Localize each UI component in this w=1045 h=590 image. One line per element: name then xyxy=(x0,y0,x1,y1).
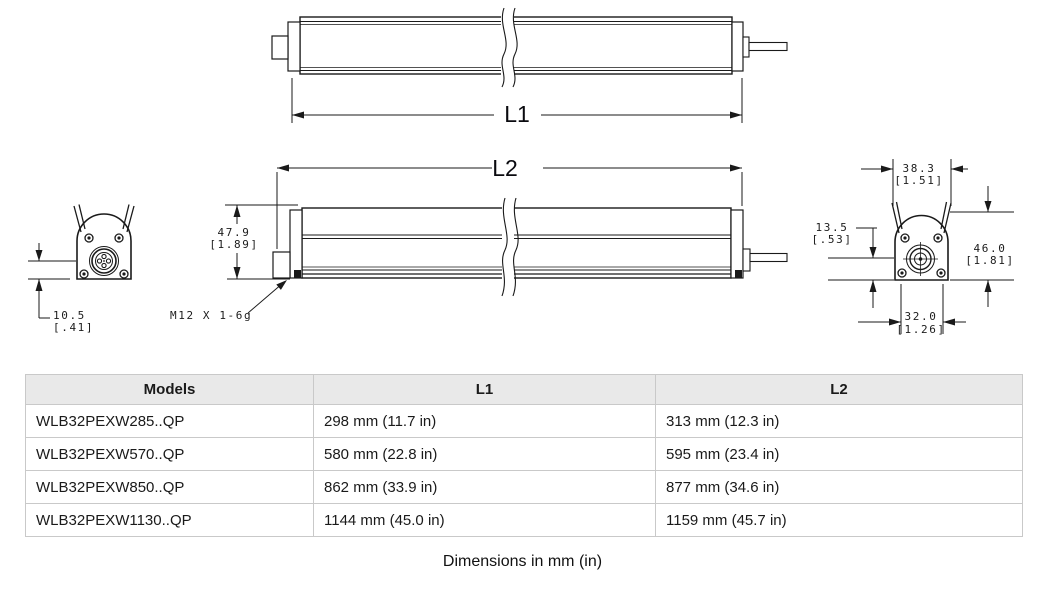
housing-width-dimension: 32.0 [1.26] xyxy=(858,284,966,336)
connector-offset-left-mm: 10.5 xyxy=(53,309,86,322)
housing-width-mm: 32.0 xyxy=(905,310,938,323)
housing-height-in: [1.81] xyxy=(965,254,1014,267)
model-cell: WLB32PEXW850..QP xyxy=(25,470,314,504)
housing-height-dimension: 46.0 [1.81] xyxy=(950,186,1014,307)
dimensions-table: Models L1 L2 WLB32PEXW285..QP 298 mm (11… xyxy=(25,374,1023,537)
model-cell: WLB32PEXW285..QP xyxy=(25,404,314,438)
housing-height-mm: 46.0 xyxy=(974,242,1007,255)
units-caption: Dimensions in mm (in) xyxy=(442,553,603,570)
l2-cell: 595 mm (23.4 in) xyxy=(655,437,1023,471)
end-view-right xyxy=(891,201,952,281)
model-cell: WLB32PEXW570..QP xyxy=(25,437,314,471)
thread-label: M12 X 1-6g xyxy=(170,309,252,322)
l1-cell: 298 mm (11.7 in) xyxy=(313,404,656,438)
connector-offset-right-dimension: 13.5 [.53] xyxy=(811,221,894,308)
l1-cell: 1144 mm (45.0 in) xyxy=(313,503,656,537)
dimension-drawing: L1 L2 47.9 [1.89 xyxy=(28,7,1014,336)
l2-dimension: L2 xyxy=(276,155,743,249)
connector-offset-left-dimension: 10.5 [.41] xyxy=(28,243,94,334)
bracket-width-in: [1.51] xyxy=(894,174,943,187)
table-header-row: Models L1 L2 xyxy=(25,374,1023,405)
l2-cell: 313 mm (12.3 in) xyxy=(655,404,1023,438)
table-row: WLB32PEXW570..QP 580 mm (22.8 in) 595 mm… xyxy=(25,437,1023,471)
connector-offset-right-in: [.53] xyxy=(811,233,852,246)
table-row: WLB32PEXW285..QP 298 mm (11.7 in) 313 mm… xyxy=(25,404,1023,438)
table-row: WLB32PEXW1130..QP 1144 mm (45.0 in) 1159… xyxy=(25,503,1023,537)
l1-cell: 580 mm (22.8 in) xyxy=(313,437,656,471)
model-cell: WLB32PEXW1130..QP xyxy=(25,503,314,537)
bracket-width-mm: 38.3 xyxy=(903,162,936,175)
connector-target-face xyxy=(903,242,938,276)
bracket-width-dimension: 38.3 [1.51] xyxy=(861,159,968,206)
thread-callout: M12 X 1-6g xyxy=(170,280,287,322)
col-header-models: Models xyxy=(25,374,314,405)
col-header-l1: L1 xyxy=(313,374,656,405)
m12-connector-face xyxy=(89,246,119,276)
l1-dimension: L1 xyxy=(291,78,743,127)
bar-side-view xyxy=(272,197,788,297)
bar-top-view xyxy=(271,7,788,88)
body-height-in: [1.89] xyxy=(209,238,258,251)
l2-cell: 877 mm (34.6 in) xyxy=(655,470,1023,504)
end-view-left xyxy=(73,204,135,280)
connector-offset-left-in: [.41] xyxy=(53,321,94,334)
connector-offset-right-mm: 13.5 xyxy=(816,221,849,234)
l2-cell: 1159 mm (45.7 in) xyxy=(655,503,1023,537)
body-height-dimension: 47.9 [1.89] xyxy=(209,204,298,280)
l1-cell: 862 mm (33.9 in) xyxy=(313,470,656,504)
l1-dimension-label: L1 xyxy=(504,101,530,127)
col-header-l2: L2 xyxy=(655,374,1023,405)
l2-dimension-label: L2 xyxy=(492,155,518,181)
body-height-mm: 47.9 xyxy=(218,226,251,239)
mounting-clips-right xyxy=(891,201,952,234)
mounting-clips-left xyxy=(73,204,135,233)
housing-width-in: [1.26] xyxy=(896,323,945,336)
table-row: WLB32PEXW850..QP 862 mm (33.9 in) 877 mm… xyxy=(25,470,1023,504)
